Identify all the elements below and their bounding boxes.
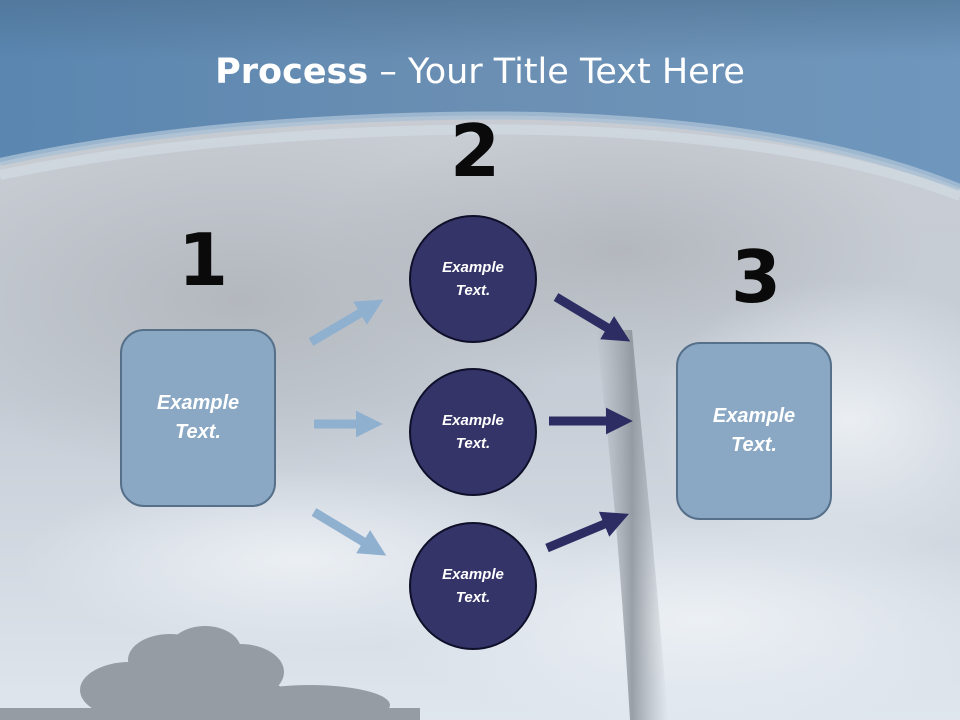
slide-title: Process – Your Title Text Here [0,52,960,92]
arrow-1-to-bottom [311,508,387,556]
title-rest: – Your Title Text Here [368,52,745,92]
step-number-3: 3 [731,235,782,319]
title-bold: Process [215,52,369,92]
arrow-bottom-to-3 [545,511,629,553]
step-number-1: 1 [178,218,229,302]
arrow-top-to-3 [553,293,631,342]
circle-top-text: Example Text. [442,259,504,299]
step-2-circle-top: Example Text. [409,215,537,343]
circle-middle-text: Example Text. [442,412,504,452]
step-2-circle-middle: Example Text. [409,368,537,496]
step-2-circle-bottom: Example Text. [409,522,537,650]
step-1-text: Example Text. [156,392,240,443]
step-3-box: Example Text. [676,342,832,520]
arrow-1-to-top [308,299,384,346]
step-number-2: 2 [450,109,501,193]
step-3-text: Example Text. [712,405,796,456]
circle-bottom-text: Example Text. [442,566,504,606]
step-1-box: Example Text. [120,329,276,507]
